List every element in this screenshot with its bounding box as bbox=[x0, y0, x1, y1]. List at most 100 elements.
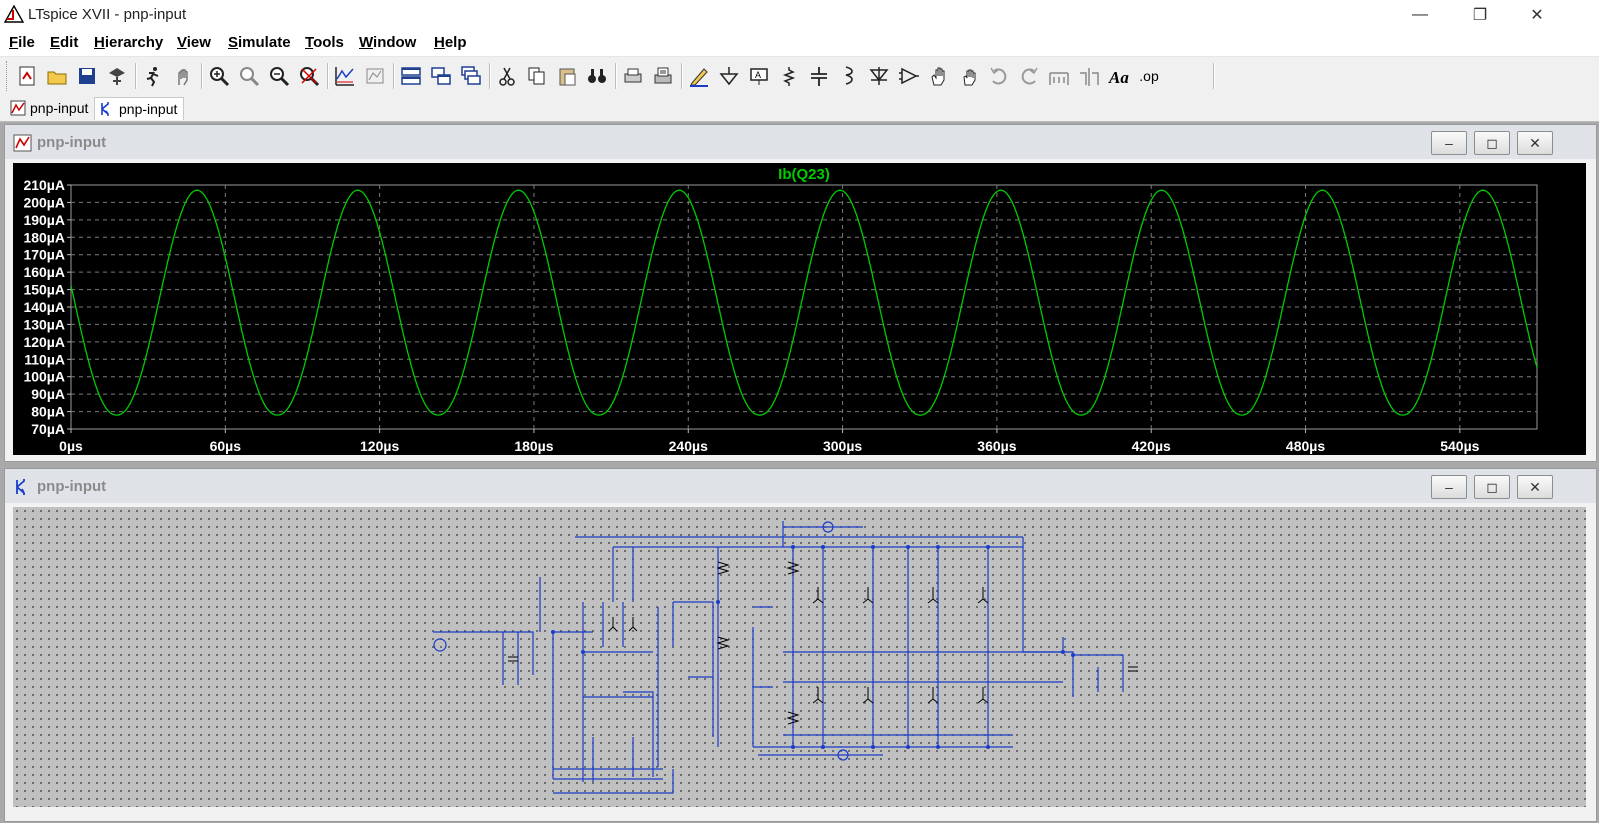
zoom-out-button[interactable] bbox=[266, 62, 292, 90]
menu-help[interactable]: Help bbox=[434, 34, 467, 51]
text-button[interactable]: Aa bbox=[1106, 62, 1132, 90]
autorange-button[interactable] bbox=[332, 62, 358, 90]
schematic-maximize-button[interactable]: ◻ bbox=[1474, 475, 1510, 499]
close-icon: ✕ bbox=[1529, 134, 1541, 151]
schematic-canvas[interactable] bbox=[13, 507, 1586, 807]
y-tick-label: 130µA bbox=[23, 316, 65, 332]
toolbar-separator bbox=[135, 63, 137, 89]
y-tick-label: 210µA bbox=[23, 177, 65, 193]
cut-icon bbox=[499, 67, 515, 86]
y-tick-label: 120µA bbox=[23, 334, 65, 350]
resistor-button[interactable] bbox=[776, 62, 802, 90]
zoom-pan-button[interactable] bbox=[236, 62, 262, 90]
halt-button[interactable] bbox=[170, 62, 196, 90]
toolbar-separator bbox=[489, 63, 491, 89]
menu-edit[interactable]: Edit bbox=[50, 34, 79, 51]
cascade-button[interactable] bbox=[458, 62, 484, 90]
tab-waveform-label: pnp-input bbox=[30, 100, 89, 116]
spice-directive-icon: .op bbox=[1139, 68, 1159, 84]
tile-horizontal-icon bbox=[401, 67, 421, 85]
open-button[interactable] bbox=[44, 62, 70, 90]
zoom-out-icon bbox=[270, 67, 290, 87]
toolbar: A Aa .op bbox=[0, 57, 1599, 96]
menu-view[interactable]: View bbox=[177, 34, 211, 51]
schematic-close-button[interactable]: ✕ bbox=[1517, 475, 1553, 499]
capacitor-button[interactable] bbox=[806, 62, 832, 90]
find-button[interactable] bbox=[584, 62, 610, 90]
waveform-icon bbox=[13, 134, 32, 152]
menu-tools[interactable]: Tools bbox=[305, 34, 344, 51]
toolbar-end bbox=[1213, 63, 1215, 89]
y-tick-label: 80µA bbox=[31, 404, 65, 420]
menu-bar: File Edit Hierarchy View Simulate Tools … bbox=[0, 30, 1599, 57]
zoom-fit-button[interactable] bbox=[296, 62, 322, 90]
move-button[interactable] bbox=[926, 62, 952, 90]
restore-button[interactable]: ❐ bbox=[1457, 0, 1503, 30]
rotate-button[interactable] bbox=[1046, 62, 1072, 90]
spice-directive-button[interactable]: .op bbox=[1136, 62, 1162, 90]
toolbar-separator bbox=[615, 63, 617, 89]
menu-window[interactable]: Window bbox=[359, 34, 417, 51]
save-button[interactable] bbox=[74, 62, 100, 90]
control-panel-button[interactable] bbox=[104, 62, 130, 90]
run-button[interactable] bbox=[140, 62, 166, 90]
diode-button[interactable] bbox=[866, 62, 892, 90]
ground-icon bbox=[719, 67, 739, 86]
tab-waveform[interactable]: pnp-input bbox=[6, 97, 94, 119]
document-tabs: pnp-input pnp-input bbox=[0, 95, 1599, 122]
tile-vertical-button[interactable] bbox=[428, 62, 454, 90]
paste-button[interactable] bbox=[554, 62, 580, 90]
tab-schematic[interactable]: pnp-input bbox=[94, 97, 185, 120]
schematic-window-titlebar[interactable]: pnp-input – ◻ ✕ bbox=[5, 469, 1596, 503]
print-button[interactable] bbox=[650, 62, 676, 90]
waveform-minimize-button[interactable]: – bbox=[1431, 131, 1467, 155]
run-icon bbox=[146, 67, 159, 87]
schematic-window-title: pnp-input bbox=[37, 478, 107, 495]
mirror-button[interactable] bbox=[1076, 62, 1102, 90]
toolbar-grip[interactable] bbox=[6, 61, 10, 91]
menu-simulate[interactable]: Simulate bbox=[228, 34, 291, 51]
window-title: LTspice XVII - pnp-input bbox=[28, 6, 187, 23]
toolbar-separator bbox=[201, 63, 203, 89]
x-tick-label: 0µs bbox=[59, 438, 83, 454]
minimize-button[interactable]: — bbox=[1397, 0, 1443, 30]
y-tick-label: 90µA bbox=[31, 386, 65, 402]
draw-wire-button[interactable] bbox=[686, 62, 712, 90]
ground-button[interactable] bbox=[716, 62, 742, 90]
undo-button[interactable] bbox=[986, 62, 1012, 90]
paste-icon bbox=[559, 68, 576, 86]
toolbar-separator bbox=[393, 63, 395, 89]
menu-file[interactable]: File bbox=[9, 34, 35, 51]
draw-wire-icon bbox=[690, 68, 708, 87]
drag-button[interactable] bbox=[956, 62, 982, 90]
cascade-icon bbox=[461, 66, 481, 85]
waveform-window-titlebar[interactable]: pnp-input – ◻ ✕ bbox=[5, 125, 1596, 159]
schematic-window: pnp-input – ◻ ✕ bbox=[4, 468, 1597, 822]
y-tick-label: 140µA bbox=[23, 299, 65, 315]
copy-button[interactable] bbox=[524, 62, 550, 90]
title-bar: LTspice XVII - pnp-input — ❐ ✕ bbox=[0, 0, 1599, 30]
zoom-in-button[interactable] bbox=[206, 62, 232, 90]
inductor-icon bbox=[845, 66, 853, 85]
close-button[interactable]: ✕ bbox=[1514, 0, 1560, 30]
menu-hierarchy[interactable]: Hierarchy bbox=[94, 34, 164, 51]
schematic-minimize-button[interactable]: – bbox=[1431, 475, 1467, 499]
tile-vertical-icon bbox=[431, 67, 451, 85]
new-schematic-button[interactable] bbox=[14, 62, 40, 90]
plot-settings-button[interactable] bbox=[362, 62, 388, 90]
cut-button[interactable] bbox=[494, 62, 520, 90]
inductor-button[interactable] bbox=[836, 62, 862, 90]
redo-button[interactable] bbox=[1016, 62, 1042, 90]
zoom-in-icon bbox=[210, 67, 230, 87]
capacitor-icon bbox=[811, 67, 827, 86]
label-net-button[interactable]: A bbox=[746, 62, 772, 90]
waveform-close-button[interactable]: ✕ bbox=[1517, 131, 1553, 155]
print-preview-button[interactable] bbox=[620, 62, 646, 90]
x-tick-label: 180µs bbox=[514, 438, 553, 454]
tile-horizontal-button[interactable] bbox=[398, 62, 424, 90]
waveform-maximize-button[interactable]: ◻ bbox=[1474, 131, 1510, 155]
print-icon bbox=[654, 67, 672, 84]
component-button[interactable] bbox=[896, 62, 922, 90]
